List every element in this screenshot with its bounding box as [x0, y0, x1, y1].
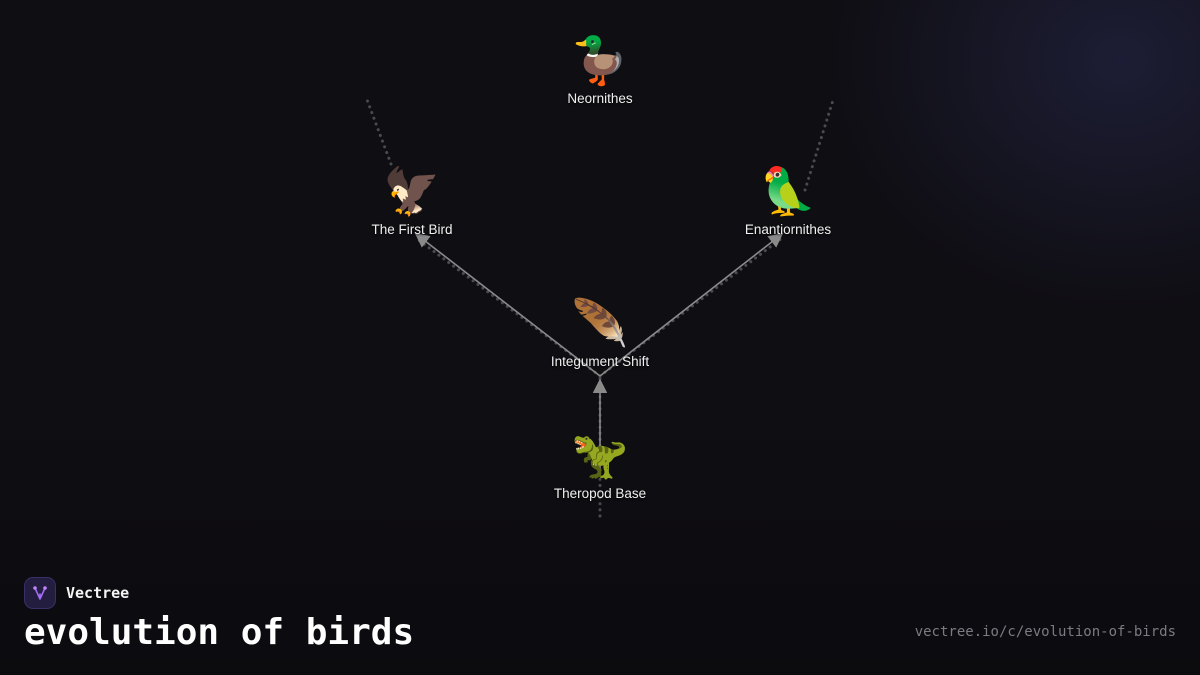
brand-name: Vectree: [66, 584, 130, 602]
page-url[interactable]: vectree.io/c/evolution-of-birds: [914, 624, 1176, 640]
node-label: Enantiornithes: [744, 222, 832, 237]
node-neornithes[interactable]: 🦆 Neornithes: [510, 33, 690, 106]
page-title: evolution of birds: [24, 612, 415, 653]
node-theropod-base[interactable]: 🦖 Theropod Base: [510, 428, 690, 501]
guide-line-firstbird-up: [364, 95, 393, 166]
duck-icon: 🦆: [571, 34, 629, 86]
edge-integument-to-enantiornithes: [599, 233, 784, 377]
node-label: Neornithes: [567, 91, 633, 106]
t-rex-icon: 🦖: [571, 429, 629, 481]
node-label: Theropod Base: [553, 486, 647, 501]
brand[interactable]: Vectree: [24, 577, 129, 609]
branching-tree-icon: [24, 577, 56, 609]
parrot-icon: 🦜: [759, 165, 817, 217]
guide-line-left: [414, 236, 602, 378]
guide-line-enantiornithes-up: [803, 95, 836, 192]
feather-icon: 🪶: [571, 297, 629, 349]
node-integument-shift[interactable]: 🪶 Integument Shift: [510, 296, 690, 369]
eagle-icon: 🦅: [383, 165, 441, 217]
node-the-first-bird[interactable]: 🦅 The First Bird: [322, 164, 502, 237]
node-enantiornithes[interactable]: 🦜 Enantiornithes: [698, 164, 878, 237]
node-label: The First Bird: [371, 222, 453, 237]
node-label: Integument Shift: [550, 354, 650, 369]
edge-integument-to-firstbird: [414, 233, 601, 377]
